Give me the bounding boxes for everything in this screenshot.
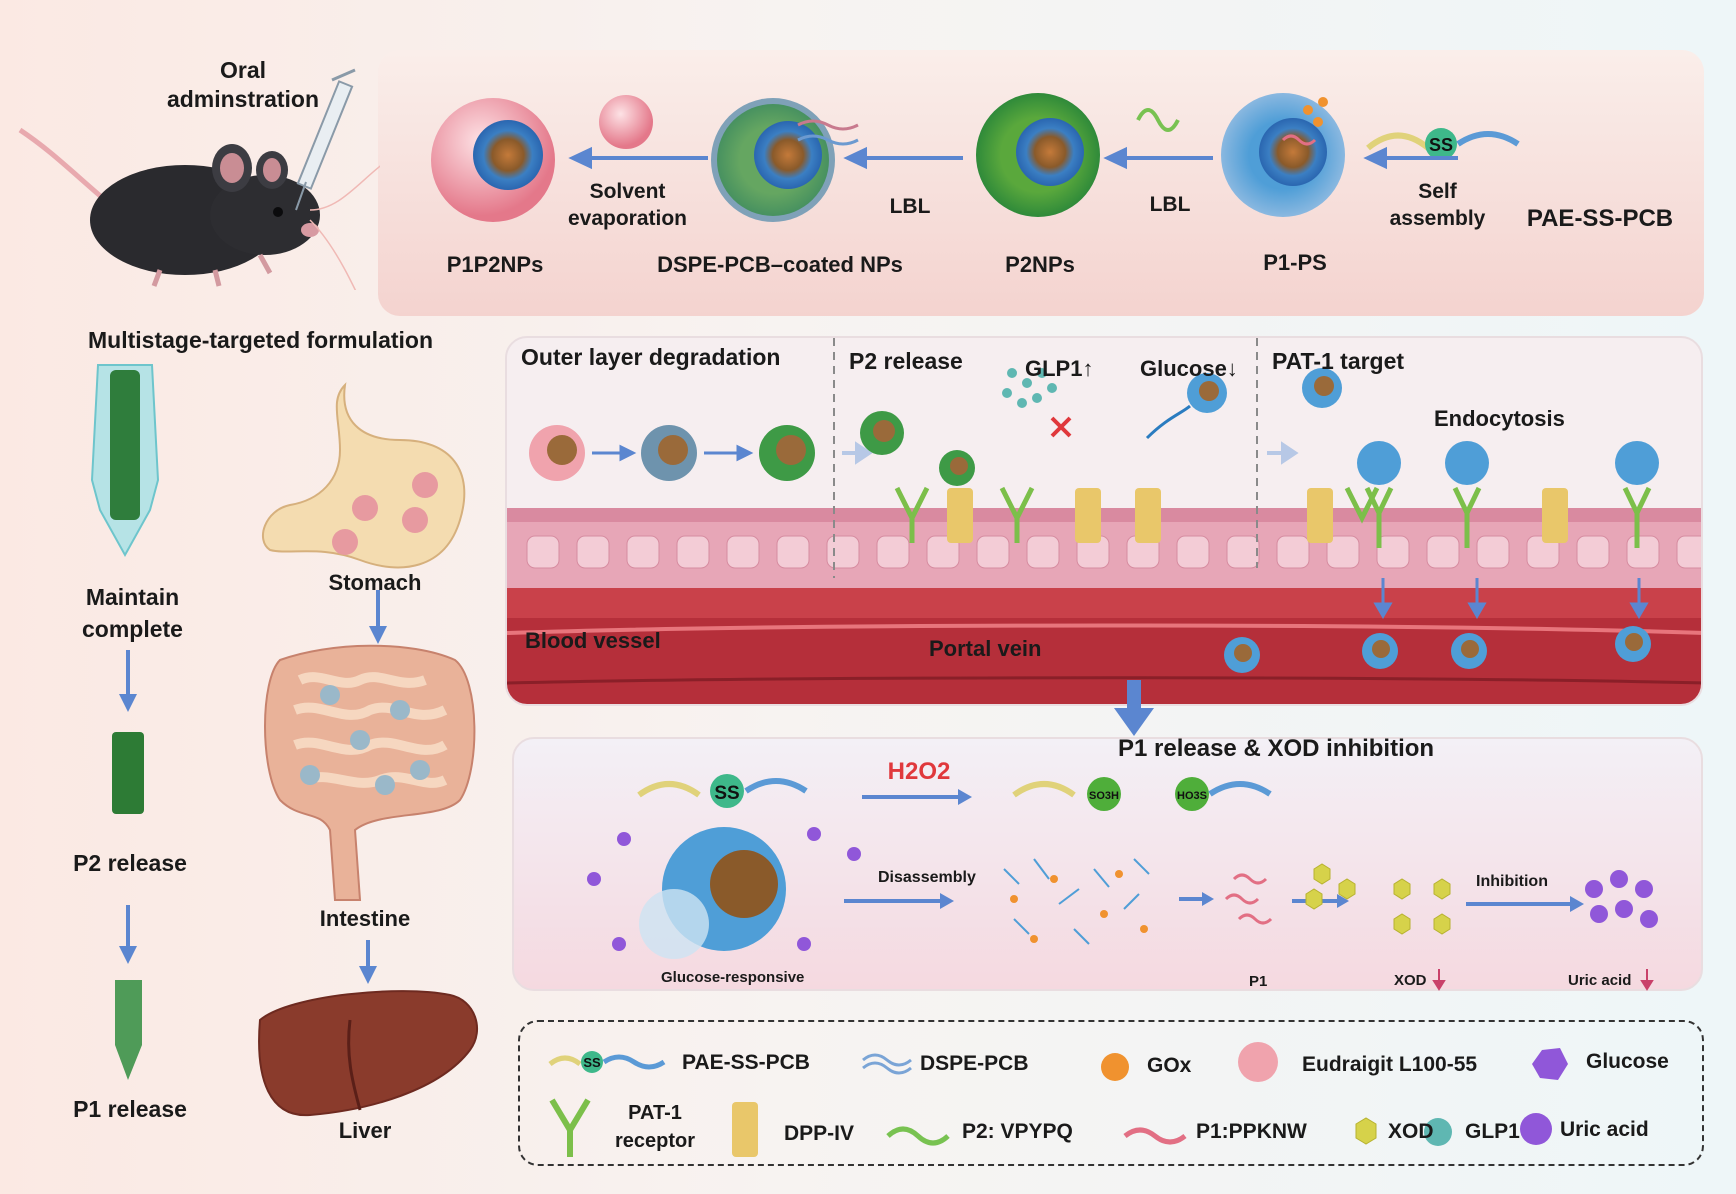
legend-label-pae-ss-pcb: PAE-SS-PCB bbox=[682, 1051, 810, 1074]
product-label-pae-ss-pcb: PAE-SS-PCB bbox=[1526, 205, 1674, 232]
legend-uric-acid-icon bbox=[1520, 1113, 1552, 1145]
glucose-down: Glucose↓ bbox=[1140, 356, 1238, 381]
legend-label-eudragit: Eudraigit L100-55 bbox=[1302, 1053, 1478, 1076]
stage-p1-release: P1 release bbox=[73, 1096, 187, 1122]
h2o2-label: H2O2 bbox=[888, 758, 951, 785]
legend-gox-icon bbox=[1101, 1053, 1129, 1081]
legend-glucose-icon bbox=[1532, 1048, 1568, 1080]
portal-vein-label: Portal vein bbox=[929, 636, 1042, 661]
step-solvent-evaporation: Solvent evaporation bbox=[567, 180, 688, 230]
left-column-title: Multistage-targeted formulation bbox=[88, 327, 434, 353]
eudragit-sphere bbox=[599, 95, 653, 149]
section-outer-layer: Outer layer degradation bbox=[521, 344, 781, 370]
step-lbl-1: LBL bbox=[889, 195, 931, 218]
so3h-label: SO3H bbox=[1089, 790, 1119, 802]
legend-xod-icon bbox=[1355, 1117, 1377, 1145]
intestine-tissue bbox=[507, 338, 1701, 704]
legend-dspe-pcb-icon bbox=[862, 1053, 912, 1075]
legend-dpp-iv-icon bbox=[732, 1102, 758, 1157]
intestine-panel: Outer layer degradation P2 release GLP1↑… bbox=[505, 336, 1703, 706]
stage-maintain-complete: Maintain complete bbox=[82, 584, 183, 642]
legend-label-glucose: Glucose bbox=[1586, 1050, 1669, 1073]
legend-label-glp1: GLP1 bbox=[1465, 1120, 1520, 1143]
organ-liver: Liver bbox=[338, 1118, 392, 1143]
organ-stomach: Stomach bbox=[328, 570, 422, 595]
liver-panel: SS H2O2 SO3H HO3S bbox=[512, 735, 1703, 991]
inhibition-label: Inhibition bbox=[1476, 873, 1548, 890]
stage-p2-release: P2 release bbox=[73, 850, 187, 876]
step-lbl-2: LBL bbox=[1149, 193, 1191, 216]
product-label-p1p2nps: P1P2NPs bbox=[446, 252, 544, 277]
legend-box: SS PAE-SS-PCB DSPE-PCB bbox=[518, 1020, 1704, 1166]
glucose-responsive-label: Glucose-responsive bbox=[661, 969, 805, 986]
glp1-up: GLP1↑ bbox=[1025, 356, 1094, 381]
legend-glp1-icon bbox=[1424, 1118, 1452, 1146]
legend-eudragit-icon bbox=[1238, 1042, 1278, 1082]
legend-pae-ss-pcb-icon bbox=[548, 1055, 582, 1067]
product-label-dspe-pcb-coated: DSPE-PCB–coated NPs bbox=[657, 252, 903, 277]
ss-linker-top bbox=[1425, 128, 1457, 160]
ss-text-top: SS bbox=[1429, 135, 1453, 155]
legend-p2-icon bbox=[886, 1126, 950, 1146]
legend-label-p2: P2: VPYPQ bbox=[962, 1120, 1073, 1143]
organ-intestine: Intestine bbox=[319, 906, 411, 931]
legend-label-dpp-iv: DPP-IV bbox=[784, 1122, 855, 1145]
liver-panel-title: P1 release & XOD inhibition bbox=[1118, 735, 1435, 762]
ho3s-label: HO3S bbox=[1177, 790, 1207, 802]
product-label-p1-ps: P1-PS bbox=[1263, 250, 1327, 275]
uric-acid-label: Uric acid bbox=[1568, 972, 1632, 989]
section-p2-release: P2 release bbox=[849, 348, 963, 374]
step-self-assembly: Self assembly bbox=[1389, 180, 1486, 230]
legend-label-pat1-receptor: PAT-1 receptor bbox=[614, 1102, 696, 1152]
mouse-illustration bbox=[18, 68, 380, 290]
disassembly-label: Disassembly bbox=[878, 869, 976, 886]
legend-icons: SS bbox=[548, 1042, 1568, 1157]
section-pat1-target: PAT-1 target bbox=[1272, 348, 1405, 374]
legend-label-xod: XOD bbox=[1388, 1120, 1434, 1143]
blood-vessel-label: Blood vessel bbox=[525, 628, 661, 653]
capsule-illustration bbox=[90, 364, 160, 1080]
legend-label-uric-acid: Uric acid bbox=[1560, 1118, 1649, 1141]
legend-label-p1: P1:PPKNW bbox=[1196, 1120, 1307, 1143]
p1-label: P1 bbox=[1249, 973, 1268, 990]
legend-label-gox: GOx bbox=[1147, 1054, 1192, 1077]
transition-arrow bbox=[1114, 680, 1154, 736]
legend-pat1-receptor-icon bbox=[549, 1098, 591, 1157]
legend-p1-icon bbox=[1123, 1127, 1187, 1145]
organs-illustration bbox=[258, 382, 479, 1117]
ss-text-liver: SS bbox=[714, 783, 739, 804]
endocytosis-label: Endocytosis bbox=[1434, 406, 1565, 431]
xod-label: XOD bbox=[1394, 972, 1427, 989]
ss-text-legend: SS bbox=[583, 1055, 601, 1070]
oral-administration-label: Oral adminstration bbox=[166, 57, 320, 112]
product-label-p2nps: P2NPs bbox=[1005, 252, 1075, 277]
legend-label-dspe-pcb: DSPE-PCB bbox=[920, 1052, 1029, 1075]
liver-process-diagram: SS H2O2 SO3H HO3S bbox=[587, 758, 1658, 991]
synthesis-diagram: SS bbox=[431, 93, 1520, 222]
